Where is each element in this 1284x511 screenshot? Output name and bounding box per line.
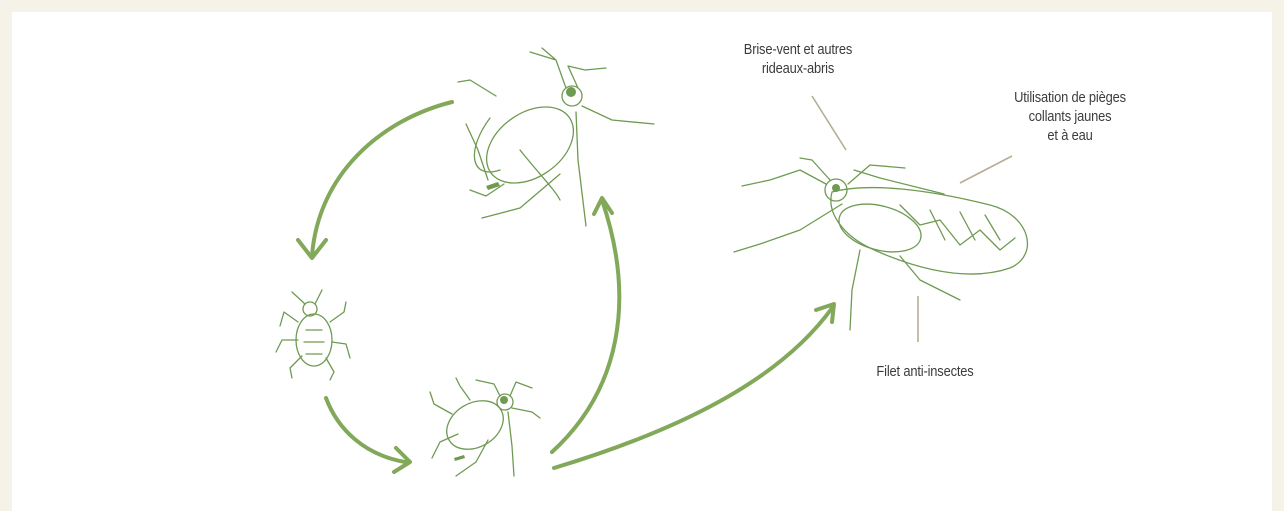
- label-windbreak-line-2: rideaux-abris: [729, 59, 867, 78]
- label-net-text: Filet anti-insectes: [843, 362, 1006, 381]
- label-traps-line-3: et à eau: [993, 126, 1148, 145]
- whitefly-adult-icon: [734, 158, 1027, 330]
- label-windbreak: Brise-vent et autres rideaux-abris: [729, 40, 867, 78]
- leader-traps: [960, 156, 1012, 183]
- label-windbreak-line-1: Brise-vent et autres: [729, 40, 867, 59]
- label-traps: Utilisation de pièges collants jaunes et…: [993, 88, 1148, 145]
- leader-windbreak: [812, 96, 846, 150]
- label-traps-line-2: collants jaunes: [993, 107, 1148, 126]
- arrow-adult-to-nymph: [298, 102, 452, 258]
- arrow-to-whitefly: [554, 304, 834, 468]
- small-winged-aphid-icon: [430, 378, 540, 476]
- aphid-nymph-icon: [276, 290, 350, 380]
- label-traps-line-1: Utilisation de pièges: [993, 88, 1148, 107]
- arrow-nymph-to-winged: [326, 398, 410, 472]
- arrow-winged-to-adult: [552, 198, 619, 452]
- winged-aphid-adult-icon: [458, 48, 654, 226]
- label-net: Filet anti-insectes: [843, 362, 1006, 381]
